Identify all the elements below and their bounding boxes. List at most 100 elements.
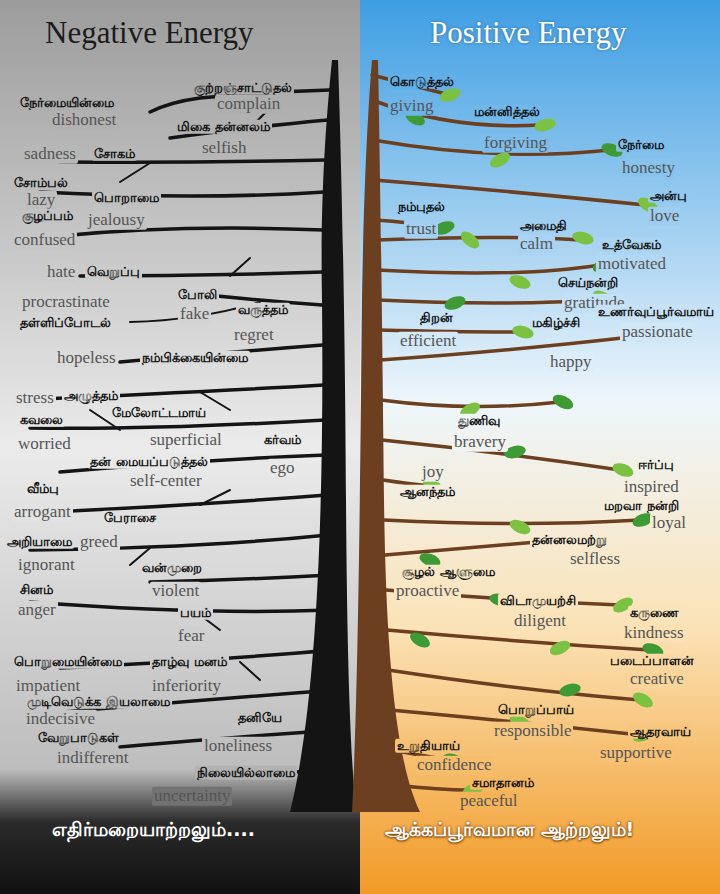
term-label: complain [215,95,282,114]
term-label: jealousy [86,211,147,230]
term-label: joy [420,463,446,482]
term-label: confidence [415,756,494,775]
panel-heading: Positive Energy [430,16,627,50]
term-label: மறவா நன்றி [602,499,681,513]
term-label: தன் மையப்படுத்தல் [88,455,210,469]
term-label: responsible [492,722,573,741]
term-label: supportive [598,744,674,763]
term-label: உணர்வுப்பூர்வமாய் [596,305,716,319]
term-label: தள்ளிப்போடல் [18,316,113,330]
term-label: ஆனந்தம் [398,485,457,499]
term-label: honesty [620,159,677,178]
term-label: தன்னலமற்று [530,533,609,547]
term-label: நம்பிக்கையின்மை [140,351,250,365]
term-label: சோம்பல் [12,176,70,190]
term-label: confused [12,231,77,250]
term-label: giving [388,97,435,116]
term-label: சமாதானம் [470,776,536,790]
term-label: தனியே [236,711,284,725]
term-label: பேராசை [102,511,158,525]
term-label: வருத்தம் [236,303,290,317]
term-label: indecisive [24,710,97,729]
term-label: motivated [596,255,668,274]
term-label: self-center [128,472,204,491]
term-label: fake [178,305,211,324]
term-label: அழுத்தம் [62,389,120,403]
term-label: பொறுமையின்மை [12,655,124,669]
term-label: lazy [25,191,57,210]
term-label: worried [16,435,73,454]
term-label: போலி [176,288,219,302]
term-label: ego [268,459,297,478]
term-label: வேறுபாடுகள் [36,731,121,745]
term-label: ஈர்ப்பு [636,458,676,472]
term-label: greed [78,533,120,552]
term-label: வன்முறை [140,561,204,575]
panel-caption: எதிர்மறையாற்றலும்.... [52,818,255,841]
term-label: selfish [200,139,248,158]
term-label: hopeless [55,349,118,368]
term-label: சூழல் ஆளுமை [400,565,497,579]
living-tree [352,60,665,812]
term-label: love [648,207,681,226]
term-label: stress [14,389,56,408]
term-label: அறியாமை [5,535,74,549]
term-label: நேர்மையின்மை [18,96,116,110]
term-label: procrastinate [20,293,112,312]
term-label: trust [404,220,438,239]
term-label: முடிவெடுக்க இயலாமை [25,695,172,709]
term-label: loneliness [202,737,274,756]
term-label: நேர்மை [616,138,666,152]
term-label: படைப்பாளன் [608,654,696,668]
term-label: குற்றஞ்சாட்டுதல் [192,81,294,95]
term-label: impatient [14,677,82,696]
term-label: சோகம் [92,147,137,161]
term-label: உறுதியாய் [395,739,462,753]
term-label: inspired [622,478,681,497]
term-label: passionate [620,323,695,342]
term-label: தாழ்வு மனம் [150,655,229,669]
leaves [402,86,665,800]
term-label: anger [16,601,58,620]
term-label: diligent [512,612,568,631]
term-label: மன்னித்தல் [472,105,542,119]
term-label: துணிவு [456,414,502,428]
term-label: indifferent [55,749,130,768]
term-label: விடாமுயற்சி [498,594,578,608]
term-label: வெறுப்பு [85,265,142,279]
term-label: forgiving [482,134,549,153]
term-label: வீம்பு [25,482,61,496]
term-label: நிலையில்லாமை [195,766,297,780]
term-label: மேலோட்டமாய் [110,406,208,420]
panel-heading: Negative Energy [45,16,254,50]
term-label: calm [518,235,555,254]
term-label: arrogant [12,503,73,522]
panel: Positive Energyஆக்கப்பூர்வமான ஆற்றலும்! [360,0,720,894]
term-label: proactive [394,582,461,601]
term-label: hate [45,263,77,282]
term-label: நம்புதல் [396,200,447,214]
term-label: செய்நன்றி [556,276,620,290]
term-label: மிகை தன்னலம் [175,120,272,134]
term-label: fear [176,627,206,646]
term-label: பொறாமை [92,191,161,205]
term-label: பொறுப்பாய் [496,703,576,717]
term-label: திறன் [418,311,455,325]
term-label: regret [232,326,276,345]
term-label: sadness [22,145,78,164]
term-label: குழப்பம் [20,209,75,223]
term-label: peaceful [458,792,520,811]
term-label: மகிழ்ச்சி [530,316,582,330]
term-label: கவலை [18,413,65,427]
negative-ground [0,0,360,894]
positive-ground [360,0,720,894]
term-label: superficial [148,431,224,450]
term-label: creative [628,670,686,689]
term-label: உத்வேகம் [600,238,663,252]
term-label: selfless [568,550,622,569]
panel: Negative Energy எதிர்மறையாற்றலும்.... [0,0,360,894]
term-label: bravery [452,433,508,452]
term-label: efficient [398,332,458,351]
